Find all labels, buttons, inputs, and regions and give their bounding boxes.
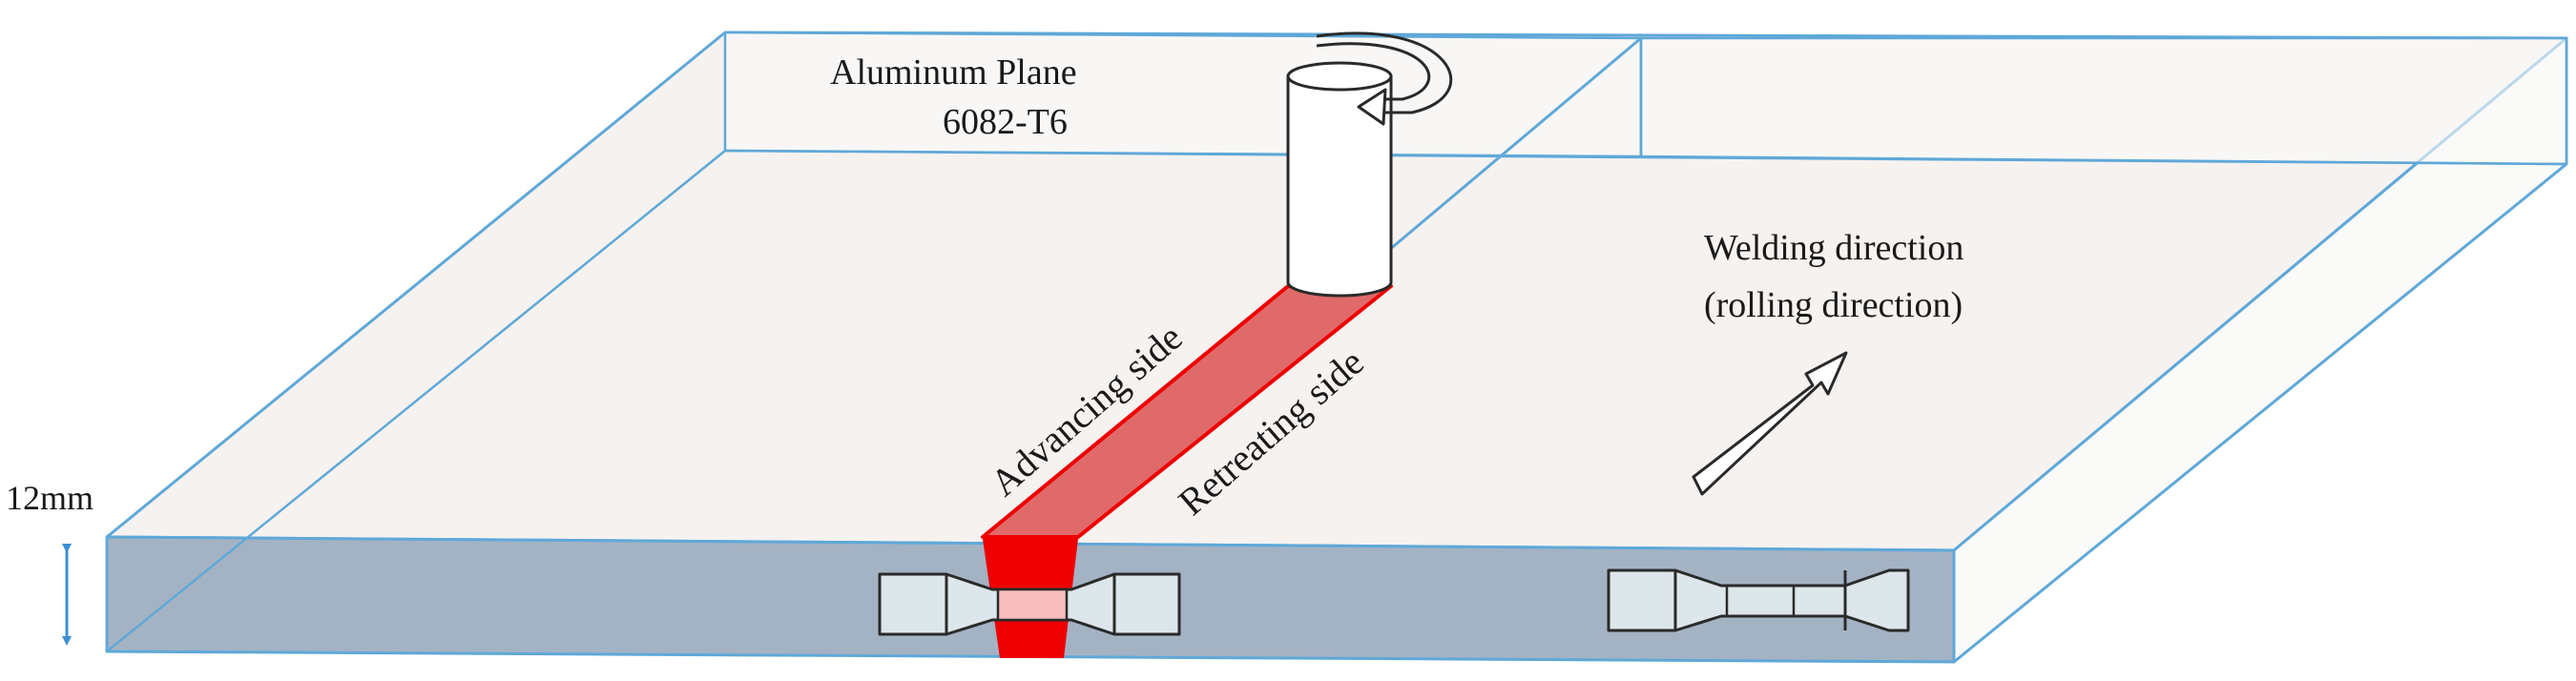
thickness-label: 12mm [6,479,93,517]
weld-bead-top [981,284,1393,539]
tool-top [1286,61,1393,92]
plate-inner-edge-back [724,149,2567,166]
plate-material-label: Aluminum Plane [830,52,1077,93]
plate-material-grade: 6082-T6 [943,102,1068,142]
back-panel-right [1639,36,2568,166]
back-panel-left [723,31,1643,158]
fsw-tool [1286,61,1393,298]
welding-direction-label: Welding direction [1704,228,1963,268]
plate-inner-edge-left [106,150,726,652]
rotation-arrow-icon [1316,31,1453,126]
tool-body [1286,74,1393,298]
tensile-specimen-welded [878,572,1181,636]
tensile-specimen-base [1607,568,1910,632]
specimen-weld-region [996,588,1069,622]
rolling-direction-label: (rolling direction) [1704,285,1963,325]
welding-direction-arrow-icon [1692,351,1848,496]
